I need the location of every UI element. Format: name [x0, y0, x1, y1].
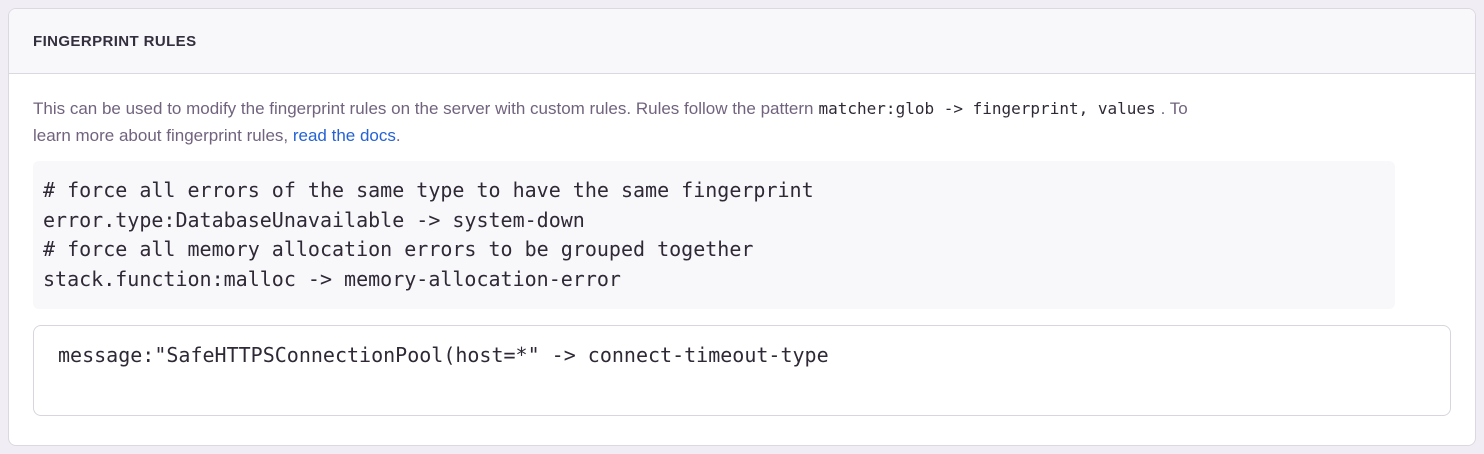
description-text-after-pattern: . To	[1160, 99, 1188, 118]
fingerprint-rules-input[interactable]: message:"SafeHTTPSConnectionPool(host=*"…	[33, 325, 1451, 416]
panel-header: FINGERPRINT RULES	[9, 9, 1475, 74]
panel-body: This can be used to modify the fingerpri…	[9, 74, 1475, 442]
fingerprint-rules-example-code: # force all errors of the same type to h…	[33, 161, 1395, 309]
panel-title: FINGERPRINT RULES	[33, 32, 197, 50]
description-text-before-pattern: This can be used to modify the fingerpri…	[33, 99, 814, 118]
fingerprint-rules-description: This can be used to modify the fingerpri…	[33, 95, 1451, 149]
description-text-after-link: .	[395, 126, 401, 145]
pattern-inline-code: matcher:glob -> fingerprint, values	[818, 99, 1156, 118]
fingerprint-rules-panel: FINGERPRINT RULES This can be used to mo…	[8, 8, 1476, 446]
read-the-docs-link[interactable]: read the docs	[292, 126, 396, 145]
description-text-line2: learn more about fingerprint rules,	[33, 126, 293, 145]
